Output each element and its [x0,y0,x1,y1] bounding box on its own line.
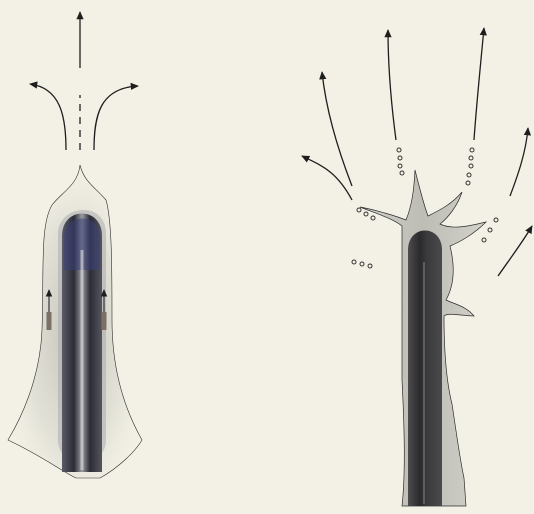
right-bubbles-upper-right [466,148,474,185]
right-arrow-5 [510,128,528,196]
right-arrow-6 [498,226,532,276]
right-figure [302,28,532,506]
right-bubbles-upper-left [397,148,404,175]
right-arrow-4 [474,28,484,140]
right-bubbles-lower-left [352,260,372,268]
right-arrow-3 [388,30,396,140]
right-arrow-1 [302,156,352,200]
left-curve-arrow-left [30,84,66,150]
left-curve-arrow-right [94,86,138,150]
right-bubbles-right [482,218,498,242]
left-figure [8,12,142,478]
